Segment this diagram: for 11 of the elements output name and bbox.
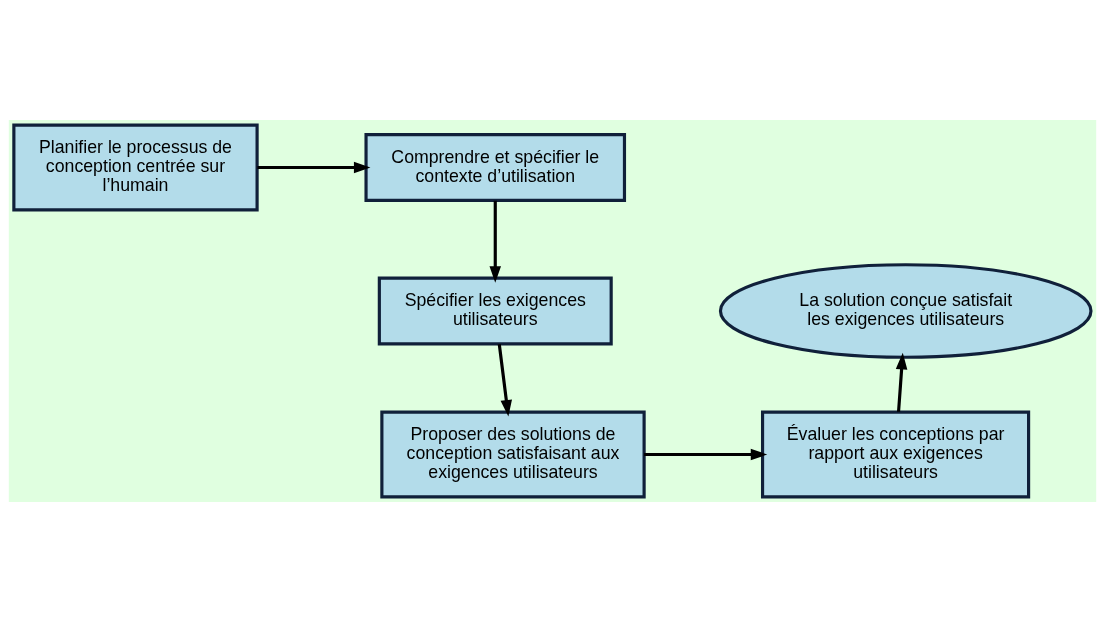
node-box: Planifier le processus de conception centrée sur l’humain [12, 123, 259, 212]
arrow [644, 448, 768, 460]
arrow [489, 200, 502, 283]
arrow [497, 343, 513, 416]
node-box: Proposer des solutions de conception satisfaisant aux exigences utilisateurs [380, 409, 646, 498]
arrow [257, 161, 371, 173]
node-box: Évaluer les conceptions par rapport aux exigences utilisateurs [760, 409, 1031, 498]
node-ellipse: La solution conçue satisfait les exigences utilisateurs [718, 262, 1093, 359]
node-box: Comprendre et spécifier le contexte d’utilisation [364, 132, 627, 202]
node-box: Spécifier les exigences utilisateurs [377, 275, 613, 346]
arrow [895, 352, 908, 412]
